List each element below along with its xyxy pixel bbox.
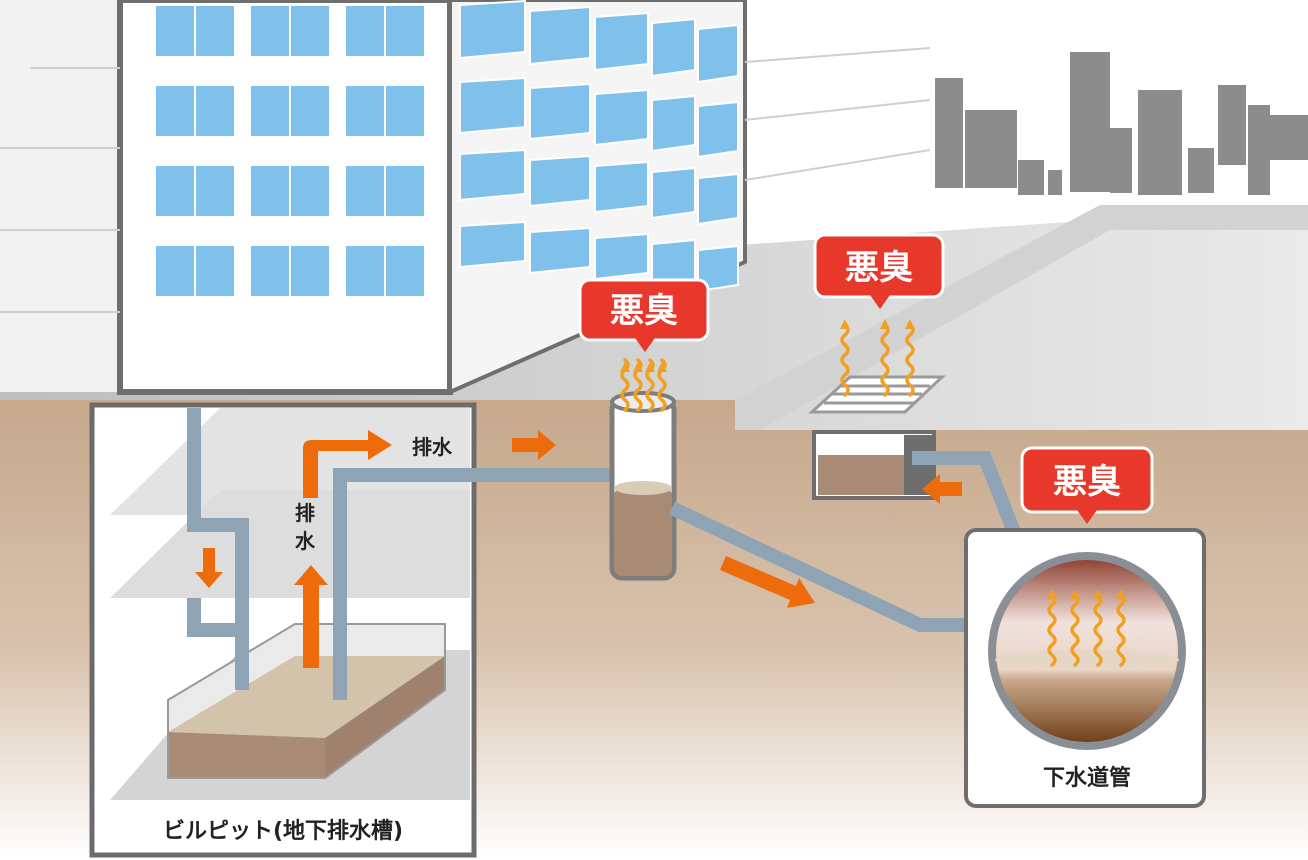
odor-label-pit: 悪臭 — [610, 291, 678, 331]
window — [529, 226, 591, 275]
arrow-diagonal — [720, 556, 815, 608]
city-skyline — [935, 52, 1308, 195]
drain-label-vertical-1: 排 — [295, 501, 315, 525]
odor-wave-tip — [880, 319, 890, 329]
arrow-left — [922, 474, 962, 504]
manhole-sludge — [614, 488, 672, 576]
odor-badge-grate: 悪臭 — [813, 233, 945, 309]
window — [594, 11, 649, 72]
tank-sludge-top — [168, 656, 445, 738]
arrow-down — [195, 548, 223, 588]
odor-wave-tip — [645, 362, 655, 372]
building-pit-label: ビルピット(地下排水槽) — [163, 819, 403, 844]
odor-wave-tip — [1116, 589, 1126, 599]
odor-waves — [620, 319, 1126, 667]
window — [594, 232, 649, 281]
odor-wave-tip — [633, 362, 643, 372]
window — [529, 82, 591, 141]
odor-wave-tip — [840, 319, 850, 329]
window — [651, 94, 696, 153]
window — [529, 5, 591, 66]
catch-basin-pipe — [912, 451, 1032, 563]
window — [529, 154, 591, 208]
window — [459, 0, 526, 60]
building-left-wall — [0, 0, 120, 392]
window — [697, 23, 739, 84]
window — [697, 244, 739, 293]
window — [459, 220, 526, 269]
drain-label-vertical-2: 水 — [295, 529, 316, 553]
odor-label-grate: 悪臭 — [845, 248, 913, 288]
odor-wave-tip — [1093, 589, 1103, 599]
street-curb — [735, 205, 1308, 430]
building-drain-pipes — [187, 408, 618, 700]
odor-wave — [1070, 593, 1080, 667]
odor-wave — [840, 323, 850, 397]
tank-sludge-front — [168, 732, 325, 778]
window — [594, 160, 649, 214]
window — [651, 17, 696, 78]
odor-wave-tip — [905, 319, 915, 329]
window — [697, 172, 739, 226]
sewer-pipe-label: 下水道管 — [1043, 765, 1131, 791]
sewer-water-surface — [995, 650, 1179, 670]
window — [594, 88, 649, 147]
odor-label-sewer: 悪臭 — [1053, 462, 1121, 502]
flow-arrows — [195, 430, 962, 668]
tank-outline — [167, 623, 446, 779]
arrow-up — [294, 565, 328, 668]
window — [697, 100, 739, 159]
odor-wave — [905, 323, 915, 397]
odor-wave-tip — [657, 362, 667, 372]
manhole-water-surface — [614, 481, 672, 495]
window — [651, 166, 696, 220]
building-floor-lines — [0, 47, 931, 313]
drain-label-horizontal: 排水 — [412, 435, 453, 459]
odor-wave — [1093, 593, 1103, 667]
odor-wave — [880, 323, 890, 397]
window — [651, 238, 696, 287]
catch-basin-sludge — [818, 455, 904, 495]
odor-wave-tip — [1047, 589, 1057, 599]
odor-badge-sewer: 悪臭 — [1020, 446, 1154, 524]
odor-badge-pit: 悪臭 — [578, 278, 710, 352]
window — [459, 148, 526, 202]
tank-sludge-side — [325, 656, 445, 778]
arrow-right-1 — [512, 430, 556, 460]
odor-wave-tip — [620, 362, 630, 372]
window — [459, 76, 526, 135]
building-windows-front — [154, 4, 426, 298]
building-windows-side — [459, 0, 739, 293]
arrow-turn-right — [303, 430, 392, 498]
odor-wave — [1047, 593, 1057, 667]
odor-wave-tip — [1070, 589, 1080, 599]
odor-wave — [1116, 593, 1126, 667]
